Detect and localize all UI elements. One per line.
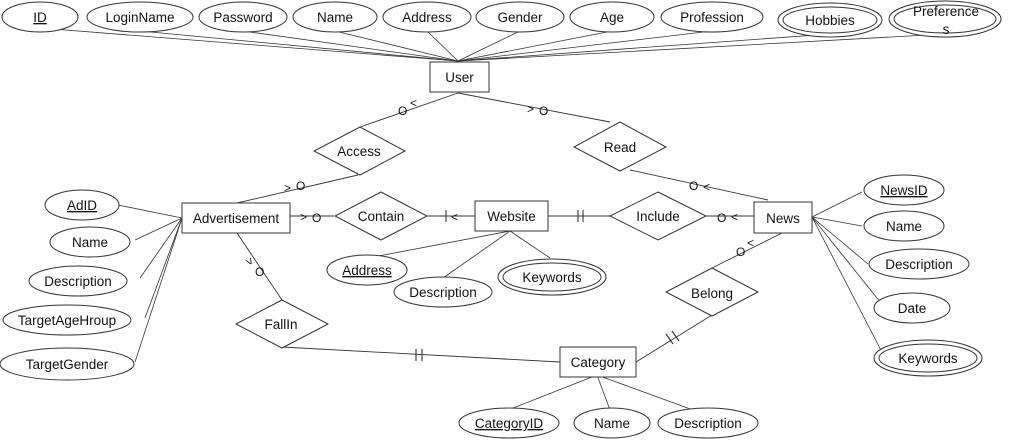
attribute-website-description[interactable]: Description — [393, 276, 493, 308]
entity-website-label: Website — [487, 209, 536, 224]
attribute-user-gender-label: Gender — [497, 10, 543, 25]
attribute-user-gender[interactable]: Gender — [475, 1, 565, 33]
relationship-belong[interactable]: Belong — [664, 267, 760, 317]
entity-news[interactable]: News — [753, 201, 813, 234]
crow-mark: > — [284, 181, 291, 195]
attribute-category-id-label: CategoryID — [475, 416, 544, 431]
attribute-connectors — [39, 27, 946, 411]
attribute-news-id-label: NewsID — [880, 183, 928, 198]
attribute-news-description-label: Description — [885, 257, 953, 272]
attribute-user-address-label: Address — [402, 10, 452, 25]
attribute-category-name-label: Name — [594, 416, 630, 431]
relationship-connectors — [236, 92, 783, 363]
attribute-user-password[interactable]: Password — [198, 1, 288, 33]
attribute-ad-target-gender-label: TargetGender — [26, 357, 109, 372]
attribute-user-preferences-label-wrap: s — [943, 22, 950, 37]
zero-mark: O — [312, 211, 321, 225]
attribute-ad-description[interactable]: Description — [28, 265, 128, 297]
attribute-ad-target-gender[interactable]: TargetGender — [0, 347, 135, 381]
entity-user[interactable]: User — [429, 61, 490, 93]
attribute-user-loginname-label: LoginName — [105, 10, 174, 25]
zero-mark: O — [398, 104, 407, 118]
attribute-user-profession[interactable]: Profession — [660, 1, 764, 33]
attribute-user-age[interactable]: Age — [569, 1, 655, 33]
crow-mark: < — [451, 210, 458, 224]
attribute-news-name[interactable]: Name — [863, 210, 945, 242]
crow-mark: > — [300, 210, 307, 224]
attribute-user-name-label: Name — [317, 10, 353, 25]
relationship-belong-label: Belong — [691, 286, 733, 301]
zero-mark: O — [255, 265, 264, 279]
attribute-user-id-label: ID — [33, 10, 47, 25]
attribute-news-name-label: Name — [886, 219, 922, 234]
crow-mark: < — [410, 96, 417, 110]
attribute-news-date[interactable]: Date — [873, 292, 951, 324]
zero-mark: O — [736, 245, 745, 259]
attribute-user-address[interactable]: Address — [382, 1, 472, 33]
attribute-category-id[interactable]: CategoryID — [458, 407, 560, 439]
crow-mark: < — [703, 180, 710, 194]
attribute-website-address-label: Address — [342, 263, 392, 278]
crow-mark: > — [527, 102, 534, 116]
attribute-category-name[interactable]: Name — [573, 407, 651, 439]
relationship-fallin-label: FallIn — [264, 317, 297, 332]
crow-mark: < — [731, 210, 738, 224]
attribute-website-keywords[interactable]: Keywords — [497, 258, 607, 296]
attribute-news-description[interactable]: Description — [868, 248, 970, 280]
attribute-website-description-label: Description — [409, 285, 477, 300]
attribute-news-keywords-label: Keywords — [898, 351, 958, 366]
relationship-fallin[interactable]: FallIn — [234, 299, 330, 349]
attribute-user-age-label: Age — [600, 10, 624, 25]
entity-news-label: News — [766, 211, 800, 226]
zero-mark: O — [717, 211, 726, 225]
attribute-user-hobbies[interactable]: Hobbies — [777, 2, 883, 38]
entity-user-label: User — [445, 70, 474, 85]
attribute-website-keywords-label: Keywords — [522, 270, 582, 285]
attribute-news-keywords[interactable]: Keywords — [873, 339, 983, 377]
attribute-user-loginname[interactable]: LoginName — [86, 1, 194, 33]
attribute-news-id[interactable]: NewsID — [863, 174, 945, 206]
zero-mark: O — [296, 179, 305, 193]
attribute-ad-id[interactable]: AdID — [44, 189, 120, 221]
relationship-include[interactable]: Include — [608, 191, 708, 241]
crow-mark: < — [747, 236, 754, 250]
attribute-category-description-label: Description — [674, 416, 742, 431]
relationship-read[interactable]: Read — [572, 121, 668, 172]
attribute-user-hobbies-label: Hobbies — [805, 13, 855, 28]
attribute-user-preferences[interactable]: Preference s — [888, 0, 1002, 38]
attribute-ad-description-label: Description — [44, 274, 112, 289]
attribute-ad-target-age[interactable]: TargetAgeHroup — [2, 304, 132, 336]
attribute-ad-name-label: Name — [72, 235, 108, 250]
relationship-include-label: Include — [636, 209, 680, 224]
relationship-contain[interactable]: Contain — [333, 191, 429, 241]
attribute-ad-name[interactable]: Name — [49, 226, 131, 258]
attribute-website-address[interactable]: Address — [326, 254, 408, 286]
relationship-read-label: Read — [604, 140, 636, 155]
entity-website[interactable]: Website — [474, 200, 549, 232]
relationship-access-label: Access — [337, 144, 381, 159]
attribute-ad-id-label: AdID — [67, 198, 97, 213]
attribute-user-password-label: Password — [213, 10, 272, 25]
attribute-user-name[interactable]: Name — [292, 1, 378, 33]
zero-mark: O — [689, 179, 698, 193]
entity-category[interactable]: Category — [559, 346, 637, 378]
relationship-contain-label: Contain — [358, 209, 405, 224]
attribute-news-date-label: Date — [898, 301, 927, 316]
attribute-ad-target-age-label: TargetAgeHroup — [18, 313, 116, 328]
attribute-user-profession-label: Profession — [680, 10, 744, 25]
attribute-user-id[interactable]: ID — [1, 1, 79, 33]
entity-category-label: Category — [571, 355, 626, 370]
zero-mark: O — [539, 104, 548, 118]
attribute-user-preferences-label: Preference — [913, 4, 979, 19]
relationship-access[interactable]: Access — [312, 126, 407, 176]
entity-advertisement-label: Advertisement — [193, 211, 280, 226]
attribute-category-description[interactable]: Description — [657, 407, 759, 439]
entity-advertisement[interactable]: Advertisement — [181, 202, 291, 234]
